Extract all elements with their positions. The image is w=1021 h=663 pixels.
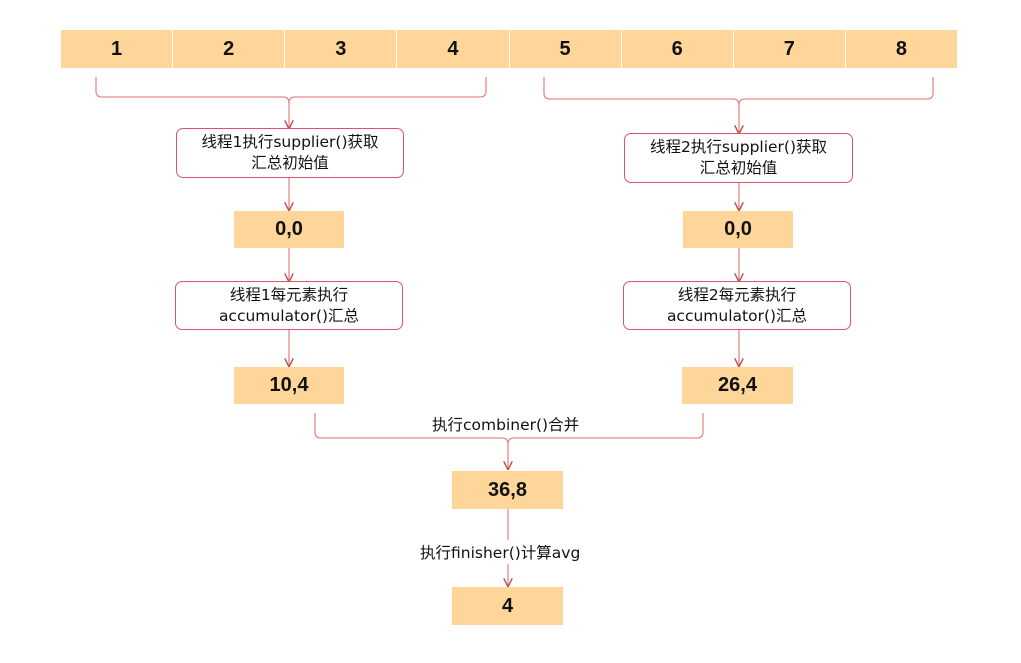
thread1-supplier-line1: 线程1执行supplier()获取 <box>201 133 379 151</box>
thread1-accumulator-line1: 线程1每元素执行 <box>229 285 349 304</box>
thread2-supplier-box: 线程2执行supplier()获取 汇总初始值 <box>624 133 853 183</box>
thread1-accumulator-line2: accumulator()汇总 <box>218 306 360 325</box>
combined-result: 36,8 <box>452 471 563 509</box>
array-cell: 7 <box>733 30 846 68</box>
array-cell: 1 <box>61 30 174 68</box>
thread1-accumulator-box: 线程1每元素执行 accumulator()汇总 <box>175 281 403 330</box>
thread2-initial-value: 0,0 <box>683 211 793 248</box>
thread2-supplier-line1: 线程2执行supplier()获取 <box>649 138 828 156</box>
thread1-supplier-line2: 汇总初始值 <box>251 154 329 172</box>
thread2-accumulator-line1: 线程2每元素执行 <box>677 285 797 304</box>
left-group-brace <box>95 77 487 104</box>
thread1-partial-result: 10,4 <box>234 367 344 404</box>
right-group-brace <box>543 77 934 106</box>
thread2-accumulator-box: 线程2每元素执行 accumulator()汇总 <box>623 281 851 330</box>
thread1-initial-value: 0,0 <box>234 211 344 248</box>
array-row: 1 2 3 4 5 6 7 8 <box>61 30 957 68</box>
combiner-label: 执行combiner()合并 <box>432 416 580 434</box>
array-cell: 4 <box>397 30 510 68</box>
final-result: 4 <box>452 587 563 625</box>
array-cell: 2 <box>173 30 286 68</box>
finisher-label: 执行finisher()计算avg <box>418 540 583 564</box>
thread1-supplier-box: 线程1执行supplier()获取 汇总初始值 <box>176 128 404 178</box>
thread2-accumulator-line2: accumulator()汇总 <box>666 306 808 325</box>
thread2-partial-result: 26,4 <box>682 367 793 404</box>
array-cell: 6 <box>621 30 734 68</box>
array-cell: 8 <box>845 30 957 68</box>
array-cell: 5 <box>509 30 622 68</box>
array-cell: 3 <box>285 30 398 68</box>
thread2-supplier-line2: 汇总初始值 <box>699 159 778 177</box>
